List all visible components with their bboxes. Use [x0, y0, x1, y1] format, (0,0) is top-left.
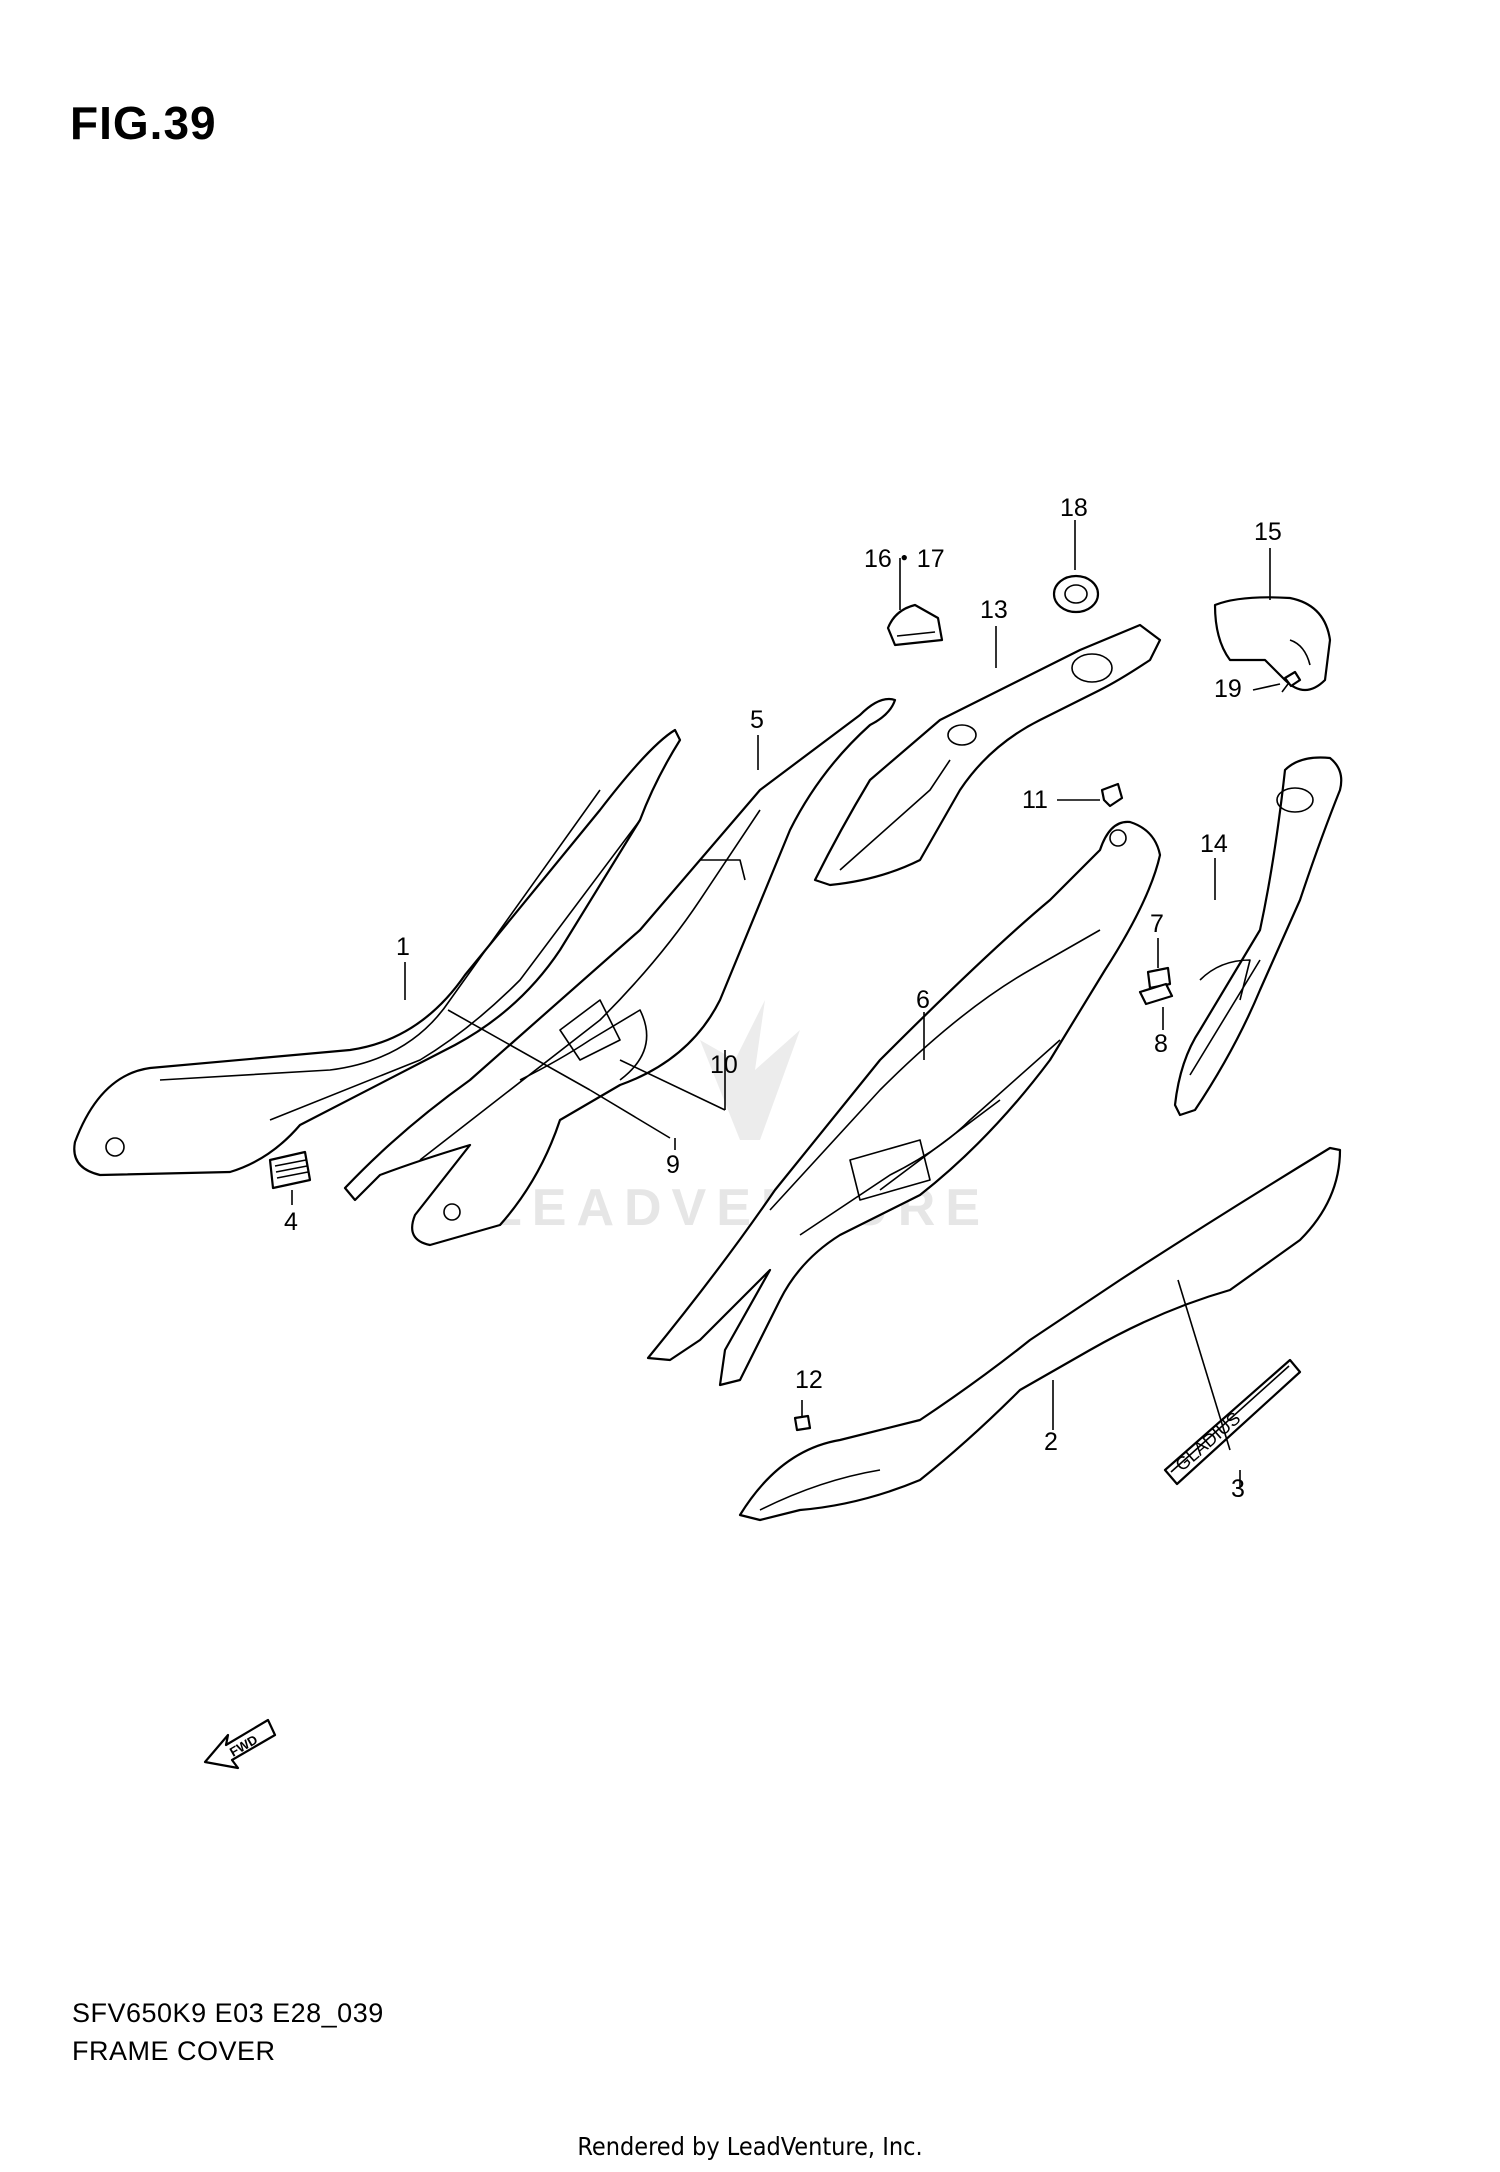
part-4-grille — [268, 1150, 312, 1190]
emblem-text: GLADIUS — [1172, 1408, 1245, 1475]
part-18-grommet — [1052, 574, 1100, 614]
callout-12: 12 — [795, 1366, 823, 1394]
fwd-arrow-icon: FWD — [203, 1718, 277, 1770]
callout-18: 18 — [1060, 494, 1088, 522]
part-12-pin — [793, 1414, 812, 1432]
diagram-code: SFV650K9 E03 E28_039 — [72, 1998, 384, 2028]
callout-9: 9 — [666, 1151, 680, 1179]
callout-11: 11 — [1022, 786, 1048, 814]
callout-15: 15 — [1254, 518, 1282, 546]
figure-title: FIG.39 — [70, 97, 217, 149]
part-15-tail-cap — [1213, 596, 1332, 692]
callout-6: 6 — [916, 986, 930, 1014]
callout-5: 5 — [750, 706, 764, 734]
leader-lines — [291, 520, 1281, 1488]
part-13-tail-frame — [813, 623, 1162, 887]
callout-7: 7 — [1150, 910, 1164, 938]
part-11-clip — [1100, 782, 1124, 808]
callout-16-17: 16・17 — [864, 545, 945, 573]
part-1-left-frame-cover — [73, 728, 682, 1177]
part-7-pad — [1146, 966, 1172, 990]
callout-4: 4 — [284, 1208, 298, 1236]
part-19-screw — [1281, 670, 1302, 693]
part-8-pad — [1138, 982, 1174, 1006]
part-14-right-tail-cover — [1173, 756, 1343, 1117]
part-5-left-inner-cover — [343, 697, 897, 1247]
callout-19: 19 — [1214, 675, 1242, 703]
part-3-emblem: GLADIUS — [1163, 1358, 1302, 1486]
watermark-logo — [700, 1000, 800, 1140]
footer-credit: Rendered by LeadVenture, Inc. — [577, 2132, 923, 2161]
part-6-right-frame-cover — [646, 820, 1162, 1387]
callouts: 1 2 3 4 5 6 7 8 9 10 11 12 13 14 15 16・1… — [284, 494, 1282, 1503]
callout-8: 8 — [1154, 1030, 1168, 1058]
part-2-side-cover — [738, 1146, 1342, 1522]
callout-2: 2 — [1044, 1428, 1058, 1456]
diagram-caption: FRAME COVER — [72, 2036, 276, 2066]
callout-3: 3 — [1231, 1475, 1245, 1503]
callout-13: 13 — [980, 596, 1008, 624]
callout-14: 14 — [1200, 830, 1228, 858]
callout-1: 1 — [396, 933, 410, 961]
part-16-17-cap — [886, 603, 944, 647]
callout-10: 10 — [710, 1051, 738, 1079]
